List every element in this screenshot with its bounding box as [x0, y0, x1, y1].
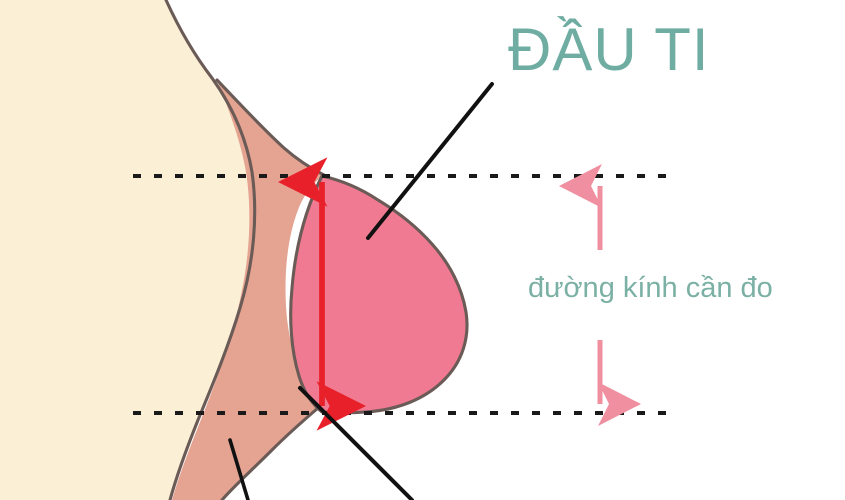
leader-lines	[228, 82, 494, 500]
torso-outline	[164, 0, 257, 500]
nipple-leader-line	[366, 82, 494, 240]
areola-leader-line	[228, 438, 250, 500]
nipple-region	[289, 174, 469, 415]
breast-leader-line	[298, 386, 414, 500]
torso-skin-region	[0, 0, 255, 500]
